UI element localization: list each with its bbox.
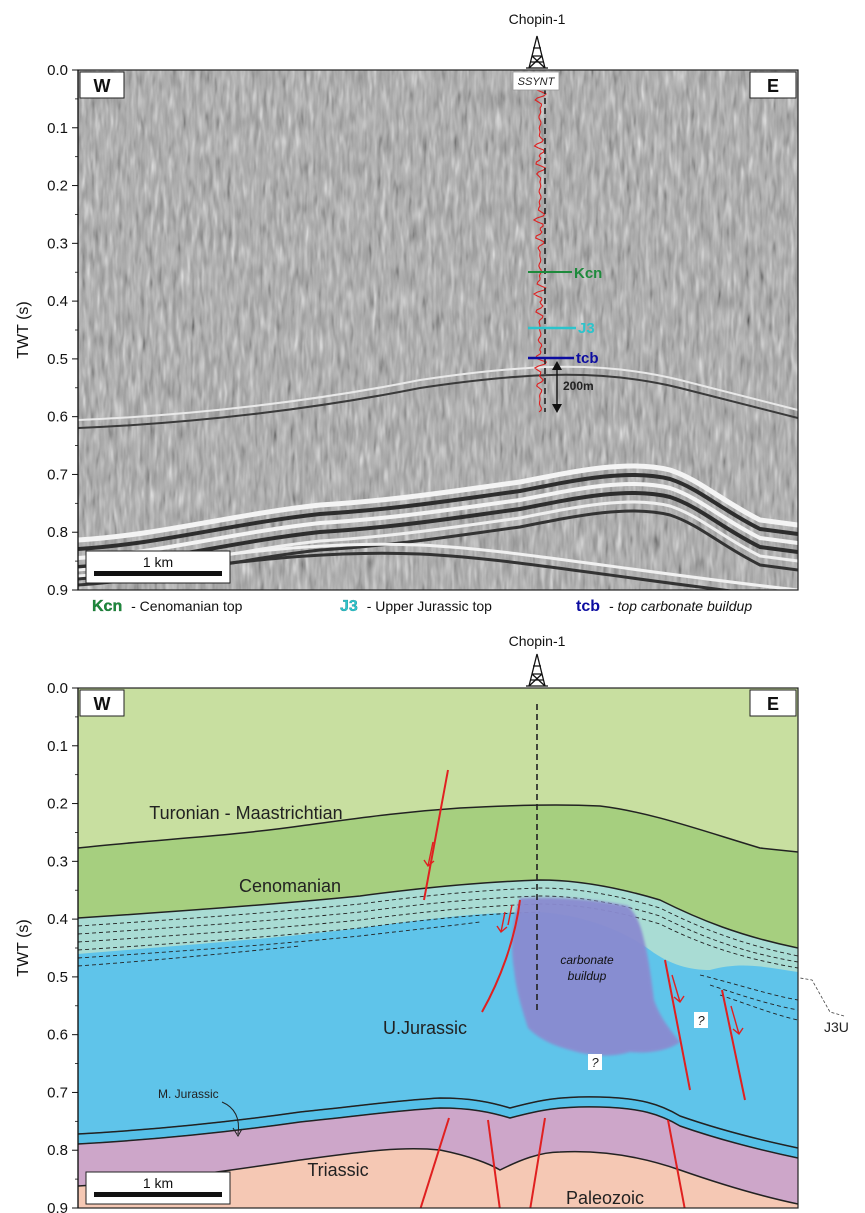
interval-label: 200m — [563, 379, 594, 393]
legend-tcb-text: - top carbonate buildup — [609, 598, 752, 614]
seismic-y-tick-label: 0.4 — [47, 293, 68, 310]
j3u-pointer — [799, 977, 845, 1017]
fault-basement-2 — [487, 1119, 501, 1208]
seismic-y-tick-label: 0.9 — [47, 582, 68, 599]
scalebar-label-seismic: 1 km — [143, 554, 173, 570]
well-derrick-icon — [526, 35, 548, 69]
unit-carbonate-buildup — [512, 897, 680, 1056]
label-triassic: Triassic — [307, 1160, 368, 1180]
scalebar-bar-geology — [94, 1192, 222, 1197]
j3-horizon-label: J3 — [578, 320, 595, 337]
seismic-y-tick-label: 0.2 — [47, 178, 68, 195]
question-mark-east: ? — [697, 1013, 705, 1028]
svg-text:J3 - Upper Jurassic top: J3 - Upper Jurassic top — [340, 598, 492, 615]
j3u-laminations — [78, 887, 798, 1021]
unit-j3u-band — [78, 880, 798, 972]
legend-kcn-code: Kcn — [92, 598, 122, 615]
scalebar-label-geology: 1 km — [143, 1175, 173, 1191]
seismic-y-tick-label: 0.1 — [47, 120, 68, 137]
fault-buildup-west — [481, 899, 521, 1013]
legend-tcb-code: tcb — [576, 598, 600, 615]
seismic-y-tick-label: 0.8 — [47, 524, 68, 541]
fault-arrows — [423, 841, 744, 1036]
legend-j3-code: J3 — [340, 598, 358, 615]
y-axis-label-geology: TWT (s) — [15, 919, 32, 976]
svg-text:tcb - top carbonate buil: tcb - top carbonate buildup — [576, 598, 752, 615]
well-derrick-icon — [526, 653, 548, 687]
fault-basement-4 — [667, 1119, 686, 1208]
interval-arrow — [552, 361, 562, 413]
seismic-y-tick-label: 0.7 — [47, 466, 68, 483]
seismic-y-tick-label: 0.5 — [47, 351, 68, 368]
east-label-seismic: E — [767, 76, 779, 96]
well-name-top: Chopin-1 — [509, 11, 566, 27]
kcn-horizon-label: Kcn — [574, 265, 602, 282]
geology-y-tick-label: 0.3 — [47, 853, 68, 870]
label-upper-jurassic: U.Jurassic — [383, 1018, 467, 1038]
m-jurassic-pointer — [221, 1101, 243, 1137]
faults — [419, 769, 746, 1208]
y-axis-seismic: 0.0 0.1 0.2 0.3 0.4 0.5 0.6 0.7 0.8 0.9 — [47, 62, 79, 599]
geology-y-tick-label: 0.9 — [47, 1200, 68, 1213]
y-axis-geology: 0.0 0.1 0.2 0.3 0.4 0.5 0.6 0.7 0.8 0.9 — [47, 680, 79, 1213]
fault-east-1 — [664, 959, 691, 1091]
fault-east-2 — [721, 989, 746, 1101]
label-middle-jurassic: M. Jurassic — [158, 1087, 219, 1101]
unit-cenomanian — [78, 804, 798, 948]
question-mark-buildup: ? — [591, 1055, 599, 1070]
legend-j3-text: - Upper Jurassic top — [367, 598, 492, 614]
fault-basement-1 — [419, 1117, 450, 1208]
well-name-bottom: Chopin-1 — [509, 633, 566, 649]
geology-y-tick-label: 0.2 — [47, 796, 68, 813]
west-label-seismic: W — [94, 76, 111, 96]
geology-y-tick-label: 0.6 — [47, 1027, 68, 1044]
label-turonian: Turonian - Maastrichtian — [149, 803, 342, 823]
scalebar-bar-seismic — [94, 571, 222, 576]
seismic-y-tick-label: 0.0 — [47, 62, 68, 79]
tcb-horizon-label: tcb — [576, 350, 599, 367]
legend-kcn-text: - Cenomanian top — [131, 598, 243, 614]
label-paleozoic: Paleozoic — [566, 1188, 644, 1208]
geology-y-tick-label: 0.0 — [47, 680, 68, 697]
label-cenomanian: Cenomanian — [239, 876, 341, 896]
horizon-legend: Kcn - Cenomanian top J3 - Upper Jurassic… — [92, 598, 752, 615]
seismic-panel: Kcn J3 tcb 200m W E SSYNT 1 km 0.0 0.1 0.2… — [15, 11, 799, 599]
seismic-y-tick-label: 0.6 — [47, 409, 68, 426]
east-label-geology: E — [767, 694, 779, 714]
geology-y-tick-label: 0.7 — [47, 1084, 68, 1101]
geology-panel: Turonian - Maastrichtian Cenomanian carb… — [15, 633, 849, 1213]
unit-paleozoic — [78, 1148, 798, 1208]
geology-y-tick-label: 0.8 — [47, 1142, 68, 1159]
label-buildup: buildup — [568, 969, 607, 983]
fault-shallow — [423, 769, 449, 901]
synthetic-label: SSYNT — [518, 76, 556, 88]
seismic-y-tick-label: 0.3 — [47, 235, 68, 252]
geology-y-tick-label: 0.4 — [47, 911, 68, 928]
geology-y-tick-label: 0.5 — [47, 969, 68, 986]
label-carbonate: carbonate — [560, 953, 614, 967]
unit-boundaries — [78, 804, 798, 1205]
west-label-geology: W — [94, 694, 111, 714]
y-axis-label-seismic: TWT (s) — [15, 301, 32, 358]
label-j3u: J3U — [824, 1019, 849, 1035]
fault-basement-3 — [529, 1117, 546, 1208]
geology-y-tick-label: 0.1 — [47, 738, 68, 755]
svg-text:Kcn - Cenomanian top: Kcn - Cenomanian top — [92, 598, 243, 615]
